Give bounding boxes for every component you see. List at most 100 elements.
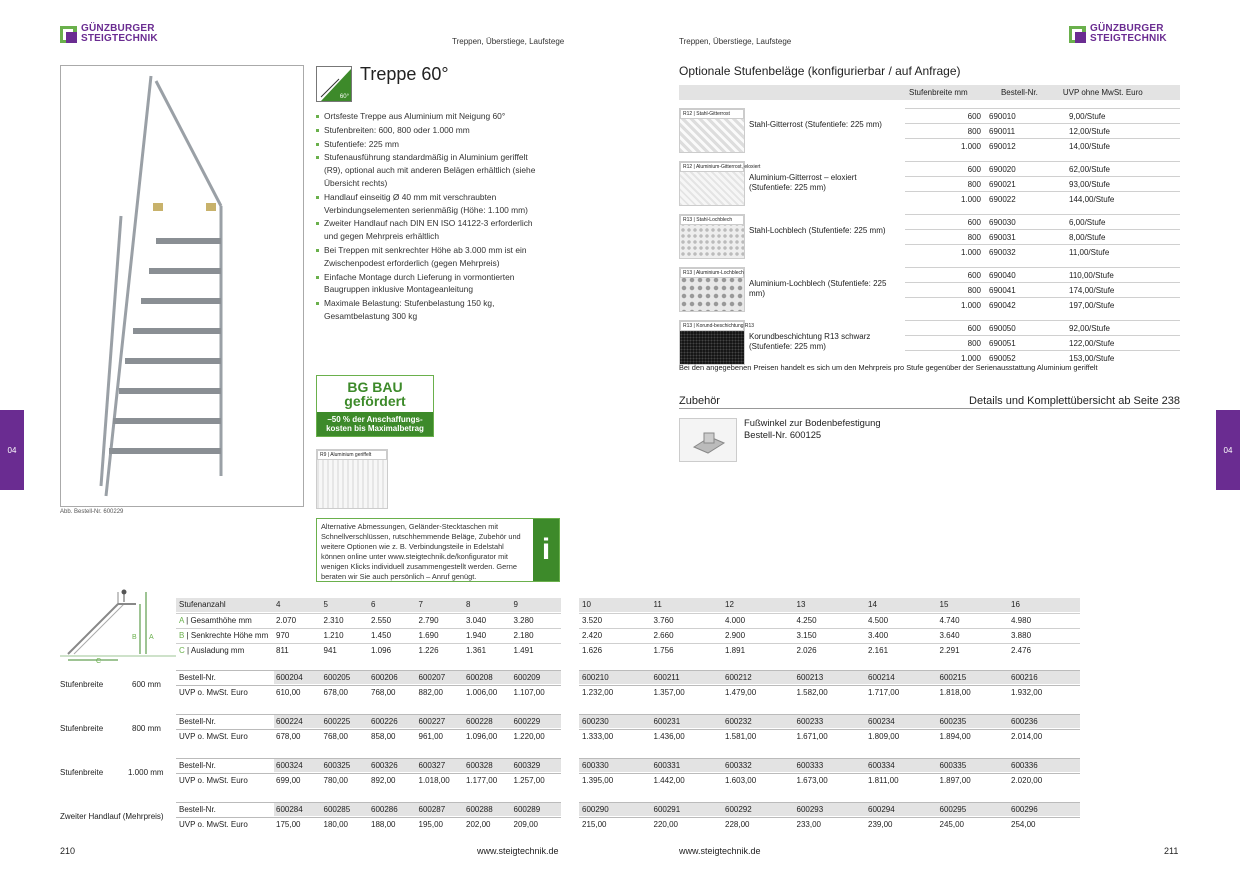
order-number: 600295	[939, 805, 967, 814]
feature-list: Ortsfeste Treppe aus Aluminium mit Neigu…	[316, 110, 538, 324]
order-number: 600211	[653, 673, 680, 682]
chapter-tab-right: 04	[1216, 410, 1240, 490]
covering-cell: 690031	[985, 229, 1065, 245]
info-text: Alternative Abmessungen, Geländer-Steckt…	[321, 522, 521, 581]
dimension-value: 1.756	[653, 646, 674, 655]
order-number: 600334	[868, 761, 895, 770]
stair-illustration	[99, 75, 223, 497]
price: 1.582,00	[796, 688, 828, 697]
price: 780,00	[323, 776, 348, 785]
price: 228,00	[725, 820, 750, 829]
footer-url-left[interactable]: www.steigtechnik.de	[477, 846, 559, 856]
dimension-value: 4.000	[725, 616, 746, 625]
logo-mark-icon	[60, 25, 77, 43]
price: 892,00	[371, 776, 396, 785]
dimension-value: 3.640	[939, 631, 960, 640]
covering-cell: 690051	[985, 335, 1065, 351]
dimension-value: 10	[582, 600, 591, 609]
zubehoer-heading-bar: Zubehör Details und Komplettübersicht ab…	[679, 395, 1180, 409]
order-number: 600214	[868, 673, 895, 682]
brand-line2: STEIGTECHNIK	[81, 33, 158, 44]
price-label: UVP o. MwSt. Euro	[179, 820, 248, 829]
block-name: Stufenbreite	[60, 680, 104, 689]
dimension-value: 3.880	[1011, 631, 1032, 640]
dimension-label: C | Ausladung mm	[179, 646, 245, 655]
price-label: UVP o. MwSt. Euro	[179, 732, 248, 741]
covering-cell: 600	[905, 267, 985, 283]
brand-line1: GÜNZBURGER	[1090, 23, 1164, 34]
dimension-value: 1.096	[371, 646, 392, 655]
price: 1.932,00	[1011, 688, 1043, 697]
zubehoer-link[interactable]: Details und Komplettübersicht ab Seite 2…	[965, 395, 1180, 407]
swatch-label: R9 | Aluminium geriffelt	[317, 450, 387, 460]
price: 188,00	[371, 820, 396, 829]
order-number: 600234	[868, 717, 895, 726]
price: 1.357,00	[653, 688, 685, 697]
price: 768,00	[371, 688, 396, 697]
covering-swatch: R13 | Stahl-Lochblech	[679, 214, 745, 259]
order-number: 600225	[323, 717, 351, 726]
covering-cell: 690021	[985, 176, 1065, 192]
dimension-diagram: B A C	[60, 584, 176, 666]
order-number: 600236	[1011, 717, 1038, 726]
covering-cell: 800	[905, 335, 985, 351]
order-number: 600208	[466, 673, 493, 682]
order-number: 600209	[513, 673, 541, 682]
price: 254,00	[1011, 820, 1036, 829]
foot-bracket-image	[679, 418, 737, 462]
price-label: UVP o. MwSt. Euro	[179, 688, 248, 697]
dimension-value: 2.900	[725, 631, 746, 640]
price: 1.811,00	[868, 776, 899, 785]
dimension-value: 2.180	[513, 631, 534, 640]
order-number: 600294	[868, 805, 895, 814]
dimension-value: 3.280	[513, 616, 534, 625]
covering-cell: 92,00/Stufe	[1065, 320, 1180, 336]
dimension-value: 2.161	[868, 646, 889, 655]
dimension-value: 2.790	[418, 616, 439, 625]
covering-name: Korundbeschichtung R13 schwarz (Stufenti…	[749, 332, 871, 351]
price-block: Zweiter Handlauf (Mehrpreis)Bestell-Nr.6…	[60, 802, 1180, 834]
footer-url-right[interactable]: www.steigtechnik.de	[679, 846, 761, 856]
covering-cell: 800	[905, 176, 985, 192]
col-head: Stufenbreite mm	[905, 85, 997, 100]
block-name: Stufenbreite	[60, 724, 104, 733]
running-head-left: Treppen, Überstiege, Laufstege	[452, 37, 565, 46]
covering-cell: 690041	[985, 282, 1065, 298]
order-number: 600229	[513, 717, 541, 726]
dimension-label: A | Gesamthöhe mm	[179, 616, 252, 625]
covering-cell: 11,00/Stufe	[1065, 244, 1180, 260]
order-number: 600227	[418, 717, 446, 726]
order-number: 600335	[939, 761, 967, 770]
price: 1.894,00	[939, 732, 971, 741]
covering-cell: 690050	[985, 320, 1065, 336]
covering-cell: 122,00/Stufe	[1065, 335, 1180, 351]
logo-mark-icon	[1069, 25, 1086, 43]
price: 175,00	[276, 820, 301, 829]
price: 1.220,00	[513, 732, 545, 741]
order-number: 600226	[371, 717, 398, 726]
order-number: 600215	[939, 673, 967, 682]
order-number: 600284	[276, 805, 303, 814]
order-number: 600329	[513, 761, 541, 770]
order-number: 600228	[466, 717, 493, 726]
accessory-number: Bestell-Nr. 600125	[744, 429, 822, 440]
brand-line2: STEIGTECHNIK	[1090, 33, 1167, 44]
price: 1.671,00	[796, 732, 828, 741]
